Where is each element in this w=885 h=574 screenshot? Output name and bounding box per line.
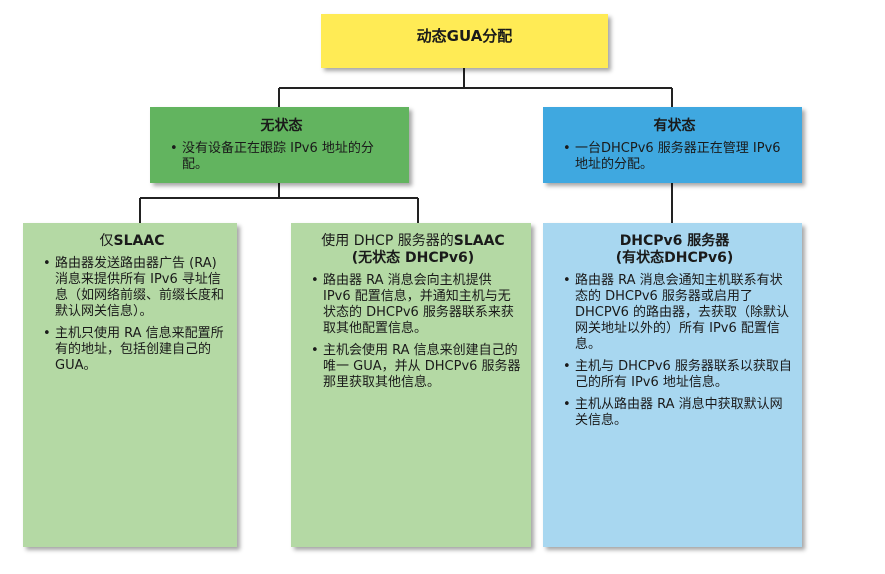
bullet-item: 主机与 DHCPv6 服务器联系以获取自己的所有 IPv6 地址信息。 (563, 359, 792, 391)
dhcpv6-server-title: DHCPv6 服务器(有状态DHCPv6) (557, 233, 792, 267)
slaac-only-title: 仅SLAAC (37, 233, 227, 250)
bullet-item: 路由器 RA 消息会通知主机联系有状态的 DHCPv6 服务器或启用了 DHCP… (563, 273, 792, 353)
dhcpv6-server-bullets: 路由器 RA 消息会通知主机联系有状态的 DHCPv6 服务器或启用了 DHCP… (557, 273, 792, 429)
stateless-node: 无状态 没有设备正在跟踪 IPv6 地址的分配。 (150, 107, 409, 183)
root-title: 动态GUA分配 (416, 27, 513, 45)
bullet-item: 路由器 RA 消息会向主机提供 IPv6 配置信息，并通知主机与无状态的 DHC… (311, 273, 521, 337)
slaac-only-bullets: 路由器发送路由器广告 (RA) 消息来提供所有 IPv6 寻址信息（如网络前缀、… (37, 256, 227, 374)
root-node-dynamic-gua: 动态GUA分配 (321, 14, 608, 68)
bullet-item: 路由器发送路由器广告 (RA) 消息来提供所有 IPv6 寻址信息（如网络前缀、… (43, 256, 227, 320)
bullet-item: 一台DHCPv6 服务器正在管理 IPv6 地址的分配。 (563, 141, 792, 173)
stateful-title: 有状态 (653, 118, 696, 134)
title-prefix: 使用 DHCP 服务器的 (321, 233, 454, 249)
stateless-title: 无状态 (260, 118, 303, 134)
stateful-bullets: 一台DHCPv6 服务器正在管理 IPv6 地址的分配。 (557, 141, 792, 173)
slaac-dhcp-bullets: 路由器 RA 消息会向主机提供 IPv6 配置信息，并通知主机与无状态的 DHC… (305, 273, 521, 391)
title-subtitle: (有状态DHCPv6) (615, 250, 734, 266)
title-prefix: 仅 (99, 233, 114, 249)
slaac-dhcp-title: 使用 DHCP 服务器的SLAAC(无状态 DHCPv6) (305, 233, 521, 267)
title-main: DHCPv6 服务器 (619, 233, 730, 249)
title-subtitle: (无状态 DHCPv6) (351, 250, 475, 266)
dhcpv6-server-node: DHCPv6 服务器(有状态DHCPv6) 路由器 RA 消息会通知主机联系有状… (543, 223, 802, 547)
slaac-only-node: 仅SLAAC 路由器发送路由器广告 (RA) 消息来提供所有 IPv6 寻址信息… (23, 223, 237, 547)
bullet-item: 没有设备正在跟踪 IPv6 地址的分配。 (170, 141, 399, 173)
title-bold: SLAAC (113, 233, 165, 249)
stateful-node: 有状态 一台DHCPv6 服务器正在管理 IPv6 地址的分配。 (543, 107, 802, 183)
slaac-dhcp-node: 使用 DHCP 服务器的SLAAC(无状态 DHCPv6) 路由器 RA 消息会… (291, 223, 531, 547)
stateless-bullets: 没有设备正在跟踪 IPv6 地址的分配。 (164, 141, 399, 173)
bullet-item: 主机只使用 RA 信息来配置所有的地址，包括创建自己的 GUA。 (43, 326, 227, 374)
bullet-item: 主机从路由器 RA 消息中获取默认网关信息。 (563, 397, 792, 429)
title-bold: SLAAC (453, 233, 505, 249)
bullet-item: 主机会使用 RA 信息来创建自己的唯一 GUA，并从 DHCPv6 服务器那里获… (311, 343, 521, 391)
